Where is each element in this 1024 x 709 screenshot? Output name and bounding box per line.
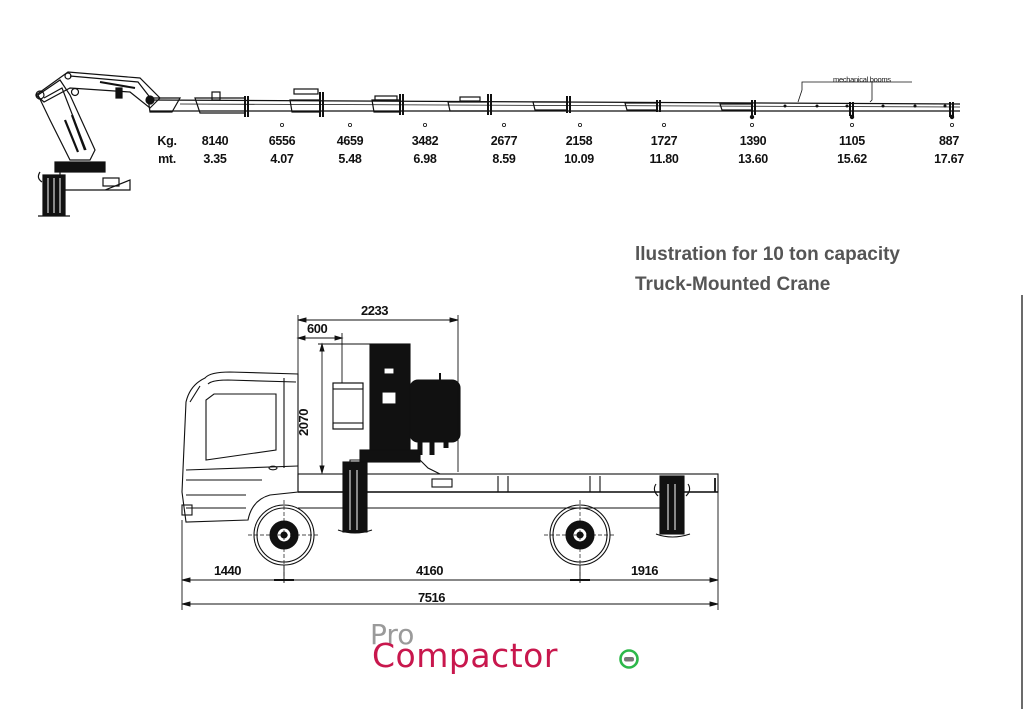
kg-row-label: Kg. — [157, 134, 177, 148]
dim-rear-overhang: 1916 — [631, 563, 658, 578]
load-kg-4: 3482 — [411, 134, 439, 148]
dim-crane-offset: 600 — [307, 321, 328, 336]
load-kg-10: 887 — [939, 134, 959, 148]
load-kg-6: 2158 — [565, 134, 593, 148]
load-mt-2: 4.07 — [270, 152, 294, 166]
load-mt-3: 5.48 — [338, 152, 362, 166]
truck-cab — [181, 371, 299, 523]
load-mt-1: 3.35 — [203, 152, 227, 166]
crane-boom-drawing — [35, 71, 961, 217]
crane-column — [37, 79, 131, 217]
load-mt-10: 17.67 — [934, 152, 964, 166]
load-kg-2: 6556 — [268, 134, 296, 148]
dim-crane-height: 2070 — [296, 409, 311, 436]
mounted-crane — [332, 343, 691, 538]
load-mt-5: 8.59 — [492, 152, 516, 166]
mechanical-booms-label: mechanical booms — [833, 75, 891, 84]
load-kg-5: 2677 — [490, 134, 518, 148]
load-kg-1: 8140 — [201, 134, 229, 148]
mt-row-label: mt. — [158, 152, 176, 166]
load-kg-9: 1105 — [839, 134, 865, 148]
title-line-1: llustration for 10 ton capacity — [635, 244, 900, 265]
load-chart-table: Kg. mt. 8140 3.35 6556 4.07 4659 5.48 34… — [0, 134, 1024, 174]
load-mt-8: 13.60 — [738, 152, 768, 166]
rear-wheel — [544, 500, 616, 582]
front-wheel — [248, 500, 320, 582]
load-kg-8: 1390 — [739, 134, 767, 148]
load-mt-7: 11.80 — [649, 152, 679, 166]
dimension-lines — [181, 315, 719, 610]
page-edge-rule — [1021, 295, 1023, 709]
logo-badge-icon — [619, 649, 639, 669]
dim-wheelbase: 4160 — [416, 563, 443, 578]
load-mt-6: 10.09 — [564, 152, 594, 166]
load-mt-4: 6.98 — [413, 152, 437, 166]
dim-crane-width: 2233 — [361, 303, 388, 318]
load-mt-9: 15.62 — [837, 152, 867, 166]
diagram-title: llustration for 10 ton capacity Truck-Mo… — [635, 240, 900, 300]
dim-total-length: 7516 — [418, 590, 445, 605]
dim-front-overhang: 1440 — [214, 563, 241, 578]
outer-boom — [147, 81, 961, 120]
truck-drawing — [181, 315, 719, 610]
logo-pro-text: Pro — [370, 618, 415, 651]
load-kg-3: 4659 — [336, 134, 364, 148]
procompactor-logo: Pro Compactor — [370, 618, 650, 680]
title-line-2: Truck-Mounted Crane — [635, 274, 831, 295]
inner-boom — [35, 71, 161, 109]
load-kg-7: 1727 — [650, 134, 678, 148]
logo-compactor-text: Compactor — [372, 636, 558, 675]
